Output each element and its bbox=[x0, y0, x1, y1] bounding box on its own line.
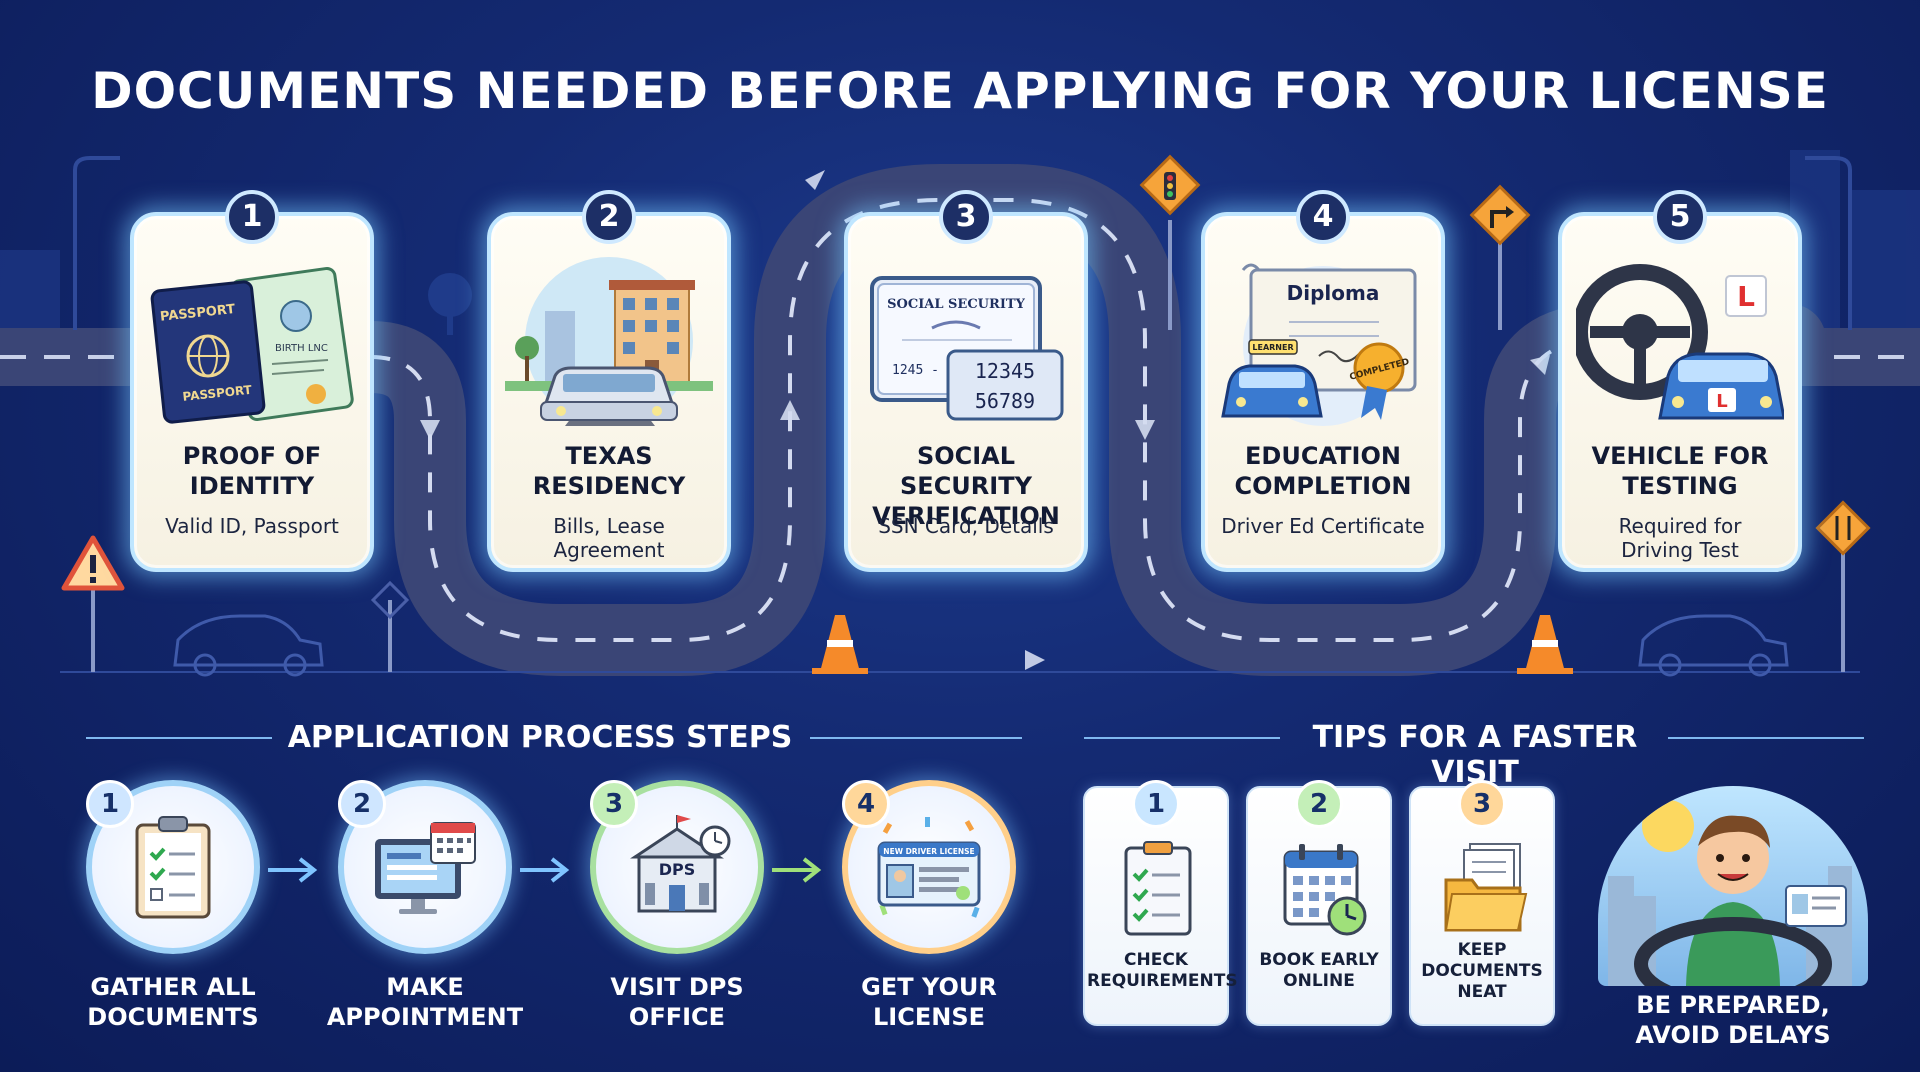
document-card-education-completion: 4 Diploma COMPLETED LEARNER EDUCATION CO… bbox=[1201, 190, 1445, 572]
step-number-badge: 3 bbox=[590, 780, 638, 828]
process-step-visit-dps-office: 3 DPS bbox=[590, 780, 764, 954]
page-title: DOCUMENTS NEEDED BEFORE APPLYING FOR YOU… bbox=[91, 62, 1829, 120]
document-subtitle: SSN Card, Details bbox=[878, 514, 1054, 538]
document-title: PROOF OF IDENTITY bbox=[182, 442, 322, 500]
diploma-heading-text: Diploma bbox=[1287, 281, 1380, 305]
tip-card-check-requirements: 1 CHECK REQUIREMENTS bbox=[1083, 780, 1238, 1026]
calendar-clock-icon bbox=[1283, 844, 1367, 936]
process-step-label: GET YOUR LICENSE bbox=[861, 973, 997, 1031]
divider-line bbox=[810, 737, 1022, 739]
document-subtitle: Valid ID, Passport bbox=[165, 514, 339, 538]
car-plate-text: L bbox=[1716, 391, 1727, 412]
closing-label: BE PREPARED, AVOID DELAYS bbox=[1635, 991, 1831, 1049]
social-security-card-icon: SOCIAL SECURITY 1245 - 12345 56789 bbox=[870, 276, 1064, 421]
document-title: SOCIAL SECURITY VERIFICATION bbox=[872, 442, 1060, 530]
license-heading-text: NEW DRIVER LICENSE bbox=[883, 847, 974, 856]
document-subtitle: Bills, Lease Agreement bbox=[553, 514, 665, 562]
step-number-badge: 4 bbox=[1296, 190, 1350, 244]
step-number-badge: 2 bbox=[582, 190, 636, 244]
card-number-line-2: 56789 bbox=[975, 389, 1035, 413]
learner-plate-text: L bbox=[1737, 280, 1755, 313]
divider-line bbox=[1084, 737, 1280, 739]
process-step-label: VISIT DPS OFFICE bbox=[610, 973, 744, 1031]
card-number-line-1: 12345 bbox=[975, 359, 1035, 383]
dps-sign-text: DPS bbox=[659, 860, 696, 879]
document-card-proof-of-identity: 1 BIRTH LNC PASSPORT PASSPORT PROOF OF I… bbox=[130, 190, 374, 572]
tips-heading: TIPS FOR A FASTER VISIT bbox=[1312, 720, 1638, 790]
process-step-gather-documents: 1 bbox=[86, 780, 260, 954]
steering-wheel-and-car-icon: L L bbox=[1576, 264, 1784, 420]
document-title: EDUCATION COMPLETION bbox=[1234, 442, 1412, 500]
arrow-right-icon bbox=[772, 857, 822, 883]
card-heading-text: SOCIAL SECURITY bbox=[887, 297, 1025, 312]
card-number-partial: 1245 - bbox=[892, 363, 939, 378]
passport-and-birth-certificate-icon: BIRTH LNC PASSPORT PASSPORT bbox=[150, 266, 354, 424]
tip-number-badge: 1 bbox=[1132, 780, 1180, 828]
process-step-label: MAKE APPOINTMENT bbox=[326, 973, 524, 1031]
document-title: TEXAS RESIDENCY bbox=[532, 442, 686, 500]
license-card-icon: NEW DRIVER LICENSE bbox=[877, 817, 981, 918]
tip-label: CHECK REQUIREMENTS bbox=[1087, 950, 1238, 991]
dps-building-icon: DPS bbox=[630, 815, 731, 913]
process-step-label: GATHER ALL DOCUMENTS bbox=[87, 973, 259, 1031]
tip-label: BOOK EARLY ONLINE bbox=[1259, 950, 1379, 991]
computer-calendar-icon bbox=[375, 822, 476, 914]
divider-line bbox=[1668, 737, 1864, 739]
process-heading: APPLICATION PROCESS STEPS bbox=[287, 720, 793, 755]
document-card-social-security: 3 SOCIAL SECURITY 1245 - 12345 56789 SOC… bbox=[844, 190, 1088, 572]
step-number-badge: 2 bbox=[338, 780, 386, 828]
step-number-badge: 3 bbox=[939, 190, 993, 244]
diploma-and-learner-car-icon: Diploma COMPLETED LEARNER bbox=[1221, 263, 1417, 426]
clipboard-checklist-icon bbox=[135, 816, 211, 919]
tip-number-badge: 3 bbox=[1458, 780, 1506, 828]
document-subtitle: Required for Driving Test bbox=[1618, 514, 1742, 562]
document-title: VEHICLE FOR TESTING bbox=[1591, 442, 1769, 500]
birth-certificate-text: BIRTH LNC bbox=[275, 343, 328, 354]
arrow-right-icon bbox=[520, 857, 570, 883]
tip-label: KEEP DOCUMENTS NEAT bbox=[1421, 940, 1543, 1002]
process-step-make-appointment: 2 bbox=[338, 780, 512, 954]
document-subtitle: Driver Ed Certificate bbox=[1221, 514, 1425, 538]
step-number-badge: 4 bbox=[842, 780, 890, 828]
tip-number-badge: 2 bbox=[1295, 780, 1343, 828]
house-and-car-icon bbox=[505, 257, 713, 426]
document-card-vehicle-for-testing: 5 L L VEHICLE FOR TESTING Required for D… bbox=[1558, 190, 1802, 572]
document-card-texas-residency: 2 TEXAS RESIDENCY Bills, Lease Agreement bbox=[487, 190, 731, 572]
step-number-badge: 1 bbox=[86, 780, 134, 828]
tip-card-book-early: 2 BOOK EARLY ONLINE bbox=[1246, 780, 1392, 1026]
folder-icon bbox=[1444, 843, 1528, 932]
happy-driver-icon bbox=[1598, 786, 1868, 986]
step-number-badge: 1 bbox=[225, 190, 279, 244]
learner-sign-text: LEARNER bbox=[1252, 343, 1293, 352]
tip-card-keep-documents-neat: 3 KEEP DOCUMENTS NEAT bbox=[1409, 780, 1555, 1026]
process-step-get-license: 4 NEW DRIVER LICENSE bbox=[842, 780, 1016, 954]
divider-line bbox=[86, 737, 272, 739]
arrow-right-icon bbox=[268, 857, 318, 883]
step-number-badge: 5 bbox=[1653, 190, 1707, 244]
checklist-icon bbox=[1124, 841, 1192, 936]
